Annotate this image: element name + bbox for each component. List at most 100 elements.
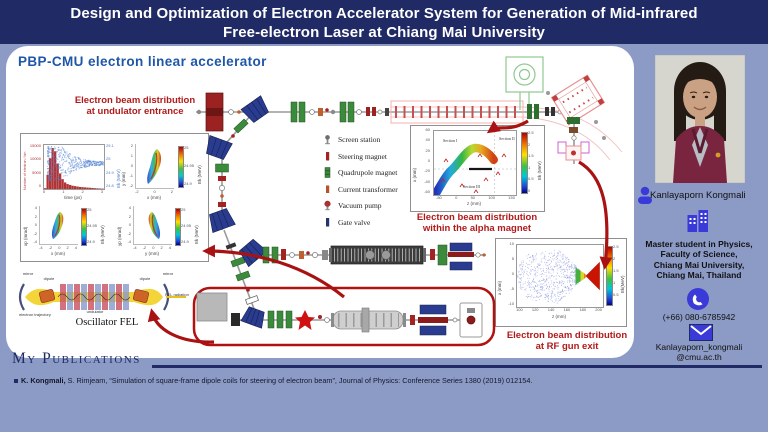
quadrupole-magnet — [339, 101, 347, 123]
hist-xlabel: time (ps) — [64, 195, 82, 200]
tick-label: 140 — [547, 307, 555, 312]
legend-item: Steering magnet — [323, 151, 398, 162]
tick-label: 2 — [170, 189, 173, 194]
tick-label: -2 — [127, 230, 131, 236]
tick-label: -4 — [33, 239, 37, 244]
tick-label: 0 — [58, 245, 61, 250]
rf-xlabel: z (mm) — [552, 314, 566, 319]
tick-label: 0 — [38, 182, 41, 188]
fel-trajectory-label: electron trajectory — [19, 312, 51, 317]
tick-label: 2 — [160, 245, 163, 250]
current-transformer — [318, 108, 323, 116]
tick-label: 1 — [130, 153, 133, 158]
legend-item: Current transformer — [323, 184, 398, 195]
arrow-to-rfgun-plot — [578, 160, 613, 270]
tick-label: 40 — [425, 137, 430, 143]
xxp-scatter-plot — [39, 206, 78, 245]
quadrupole-magnet — [230, 256, 246, 268]
quadrupole-magnet — [290, 101, 298, 123]
tick-label: -4 — [39, 245, 43, 250]
tick-label: 25 — [181, 207, 186, 212]
tick-label: 160 — [563, 307, 571, 312]
gate-valve-icon — [326, 217, 330, 226]
mail-icon — [689, 324, 713, 341]
xy-xticks: -2 0 2 — [135, 190, 173, 194]
tick-label: 25.1 — [106, 143, 114, 148]
top-beamline-elements — [196, 92, 389, 305]
tick-label: 1.5 — [528, 153, 534, 159]
caption-line: at RF gun exit — [535, 340, 599, 352]
tick-label: 4 — [34, 205, 37, 210]
tick-label: 20 — [425, 147, 430, 153]
tick-label: -1 — [129, 173, 133, 178]
tick-label: 0 — [528, 187, 531, 193]
publication-entry: K. Kongmali, S. Rimjeam, “Simulation of … — [14, 376, 634, 386]
phone-icon — [687, 288, 709, 310]
screen-station-icon — [325, 135, 330, 145]
portrait-photo — [655, 55, 745, 183]
legend-item: Quadrupole magnet — [323, 167, 398, 178]
alpha-caption: Electron beam distribution within the al… — [402, 212, 552, 235]
beam-marker-glyphs — [440, 153, 507, 194]
legend-label: Current transformer — [338, 184, 398, 194]
gun-beamline-box — [192, 286, 496, 347]
current-transformer-icon — [326, 185, 330, 193]
annotation-arrows — [147, 119, 613, 344]
tick-label: 0 — [153, 189, 156, 194]
dipole-left — [39, 289, 55, 303]
steering-magnet — [410, 315, 415, 325]
quadrupole-magnet-icon — [324, 167, 331, 178]
tick-label: 2 — [81, 189, 84, 194]
tick-label: 2 — [128, 213, 131, 219]
tick-label: 24.9 — [87, 239, 95, 244]
alpha-section1-label: Section I — [443, 138, 458, 143]
steering-magnet — [281, 249, 286, 260]
xxp-xlabel: x (mm) — [51, 251, 65, 256]
tick-label: -2 — [129, 183, 133, 188]
quadrupole-magnet — [285, 310, 293, 329]
screen-station — [330, 109, 336, 115]
tick-label: 24.95 — [87, 223, 98, 228]
bending-magnet — [206, 135, 233, 160]
caption-line: Electron beam distribution — [416, 212, 538, 223]
tick-label: -2 — [142, 245, 147, 250]
tick-label: 2 — [613, 256, 616, 261]
tick-label: -2 — [33, 230, 37, 236]
arrow-to-undulator-plot — [202, 244, 346, 299]
legend-item: Gate valve — [323, 217, 398, 228]
tick-label: 24.8 — [106, 182, 114, 188]
tick-label: 0 — [511, 271, 514, 276]
xy-colorbar — [178, 146, 184, 188]
tick-label: 0 — [427, 157, 430, 163]
rf-gun — [466, 315, 476, 325]
tick-label: 25 — [87, 207, 92, 212]
fel-mirror-right-label: mirror — [162, 271, 174, 276]
steering-magnet — [430, 249, 435, 260]
building-icon — [687, 210, 708, 232]
xy-xlabel: x (mm) — [147, 195, 161, 200]
tick-label: 2.5 — [528, 130, 534, 135]
tick-label: 10 — [509, 241, 514, 246]
tick-label: -2 — [48, 245, 53, 250]
tick-label: 2 — [528, 141, 531, 147]
tick-label: -2 — [135, 189, 139, 194]
vacuum-pump-icon — [324, 200, 331, 211]
tick-label: 2 — [34, 213, 37, 219]
affiliation-text: Master student in Physics, Faculty of Sc… — [645, 239, 753, 281]
xxp-colorbar — [81, 208, 87, 246]
middle-beamline-elements — [238, 238, 486, 271]
tick-label: 10000 — [29, 156, 41, 162]
tick-label: 0 — [43, 189, 46, 194]
